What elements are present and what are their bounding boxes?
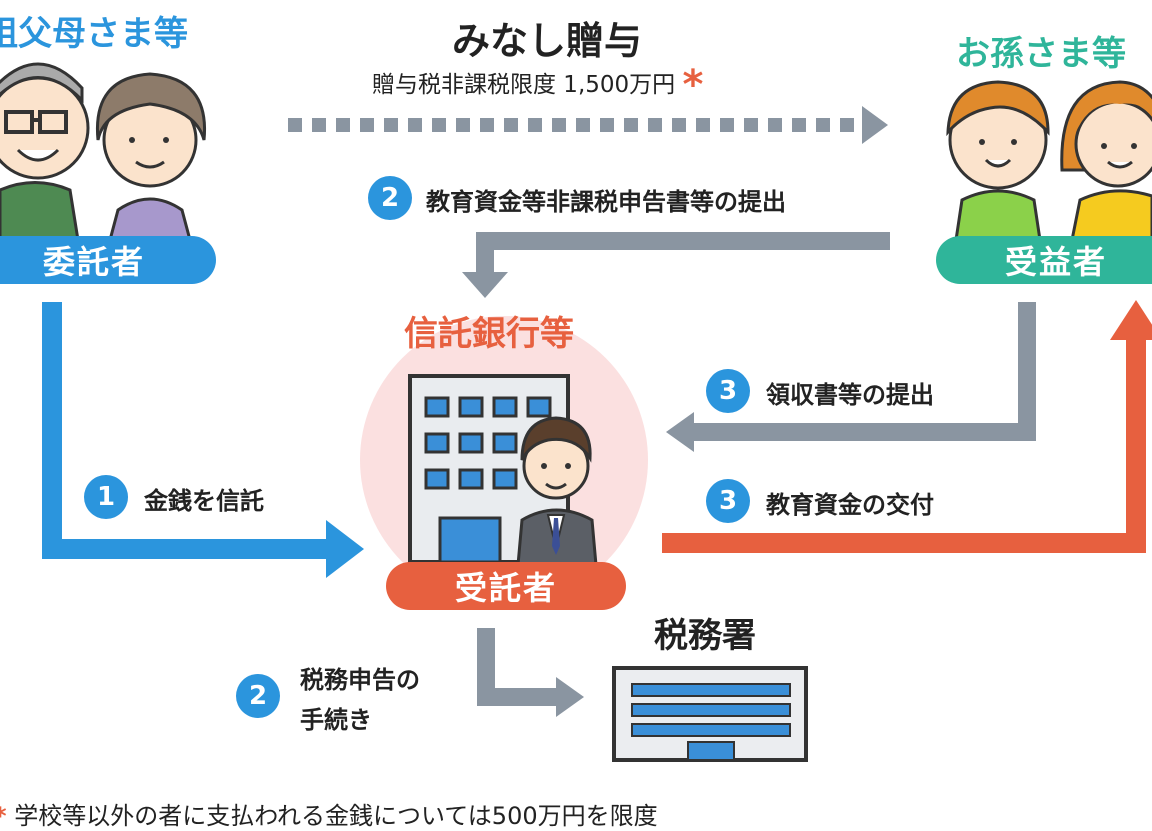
step-label-tax-filing-line1: 税務申告の xyxy=(300,666,420,694)
bank-title: 信託銀行等 xyxy=(404,314,574,354)
step-label-trust-money: 金銭を信託 xyxy=(144,487,264,515)
tax-filing-arrow-head xyxy=(556,677,584,717)
girl-illustration xyxy=(1060,80,1152,242)
tax-office-title: 税務署 xyxy=(654,616,756,656)
boy-illustration xyxy=(946,80,1050,242)
beneficiary-badge: 受益者 xyxy=(936,236,1152,284)
step-number-badge: 3 xyxy=(706,479,750,523)
gift-title: みなし贈与 xyxy=(452,19,643,63)
asterisk-mark: * xyxy=(682,62,704,108)
step-number-badge: 2 xyxy=(368,176,412,220)
trust-money-arrow xyxy=(42,302,330,559)
footnote: * 学校等以外の者に支払われる金銭については500万円を限度 xyxy=(0,796,658,831)
bank-building-illustration xyxy=(360,316,648,604)
gift-limit-text: 贈与税非課税限度 1,500万円 * xyxy=(372,62,703,108)
trustor-badge: 委託者 xyxy=(0,236,216,284)
step-number-badge: 3 xyxy=(706,369,750,413)
tax-office-illustration xyxy=(612,666,808,762)
grandchildren-title: お孫さま等 xyxy=(956,34,1126,74)
step-label-education-funds: 教育資金の交付 xyxy=(766,491,934,519)
grandfather-illustration xyxy=(0,62,90,242)
step-label-tax-filing-line2: 手続き xyxy=(300,706,372,734)
trustee-badge: 受託者 xyxy=(386,562,626,610)
trust-money-arrow-head xyxy=(326,520,364,578)
step-label-filing: 教育資金等非課税申告書等の提出 xyxy=(426,188,786,216)
tax-filing-arrow xyxy=(477,628,560,706)
banker-illustration xyxy=(516,416,598,567)
receipts-arrow xyxy=(690,302,1036,441)
step-number-badge: 1 xyxy=(84,475,128,519)
education-funds-arrow xyxy=(662,336,1146,553)
grandmother-illustration xyxy=(95,72,207,242)
step-label-receipts: 領収書等の提出 xyxy=(766,381,934,409)
receipts-arrow-head xyxy=(666,412,694,452)
gift-limit-label: 贈与税非課税限度 1,500万円 xyxy=(372,72,676,98)
step-number-badge: 2 xyxy=(236,674,280,718)
gift-dotted-arrow xyxy=(288,106,888,144)
filing-arrow-head xyxy=(462,272,508,298)
education-funds-arrow-head xyxy=(1110,300,1152,340)
filing-arrow xyxy=(476,232,890,278)
footnote-mark: * xyxy=(0,802,7,830)
grandparents-title: 祖父母さま等 xyxy=(0,14,188,54)
footnote-text: 学校等以外の者に支払われる金銭については500万円を限度 xyxy=(14,802,658,830)
